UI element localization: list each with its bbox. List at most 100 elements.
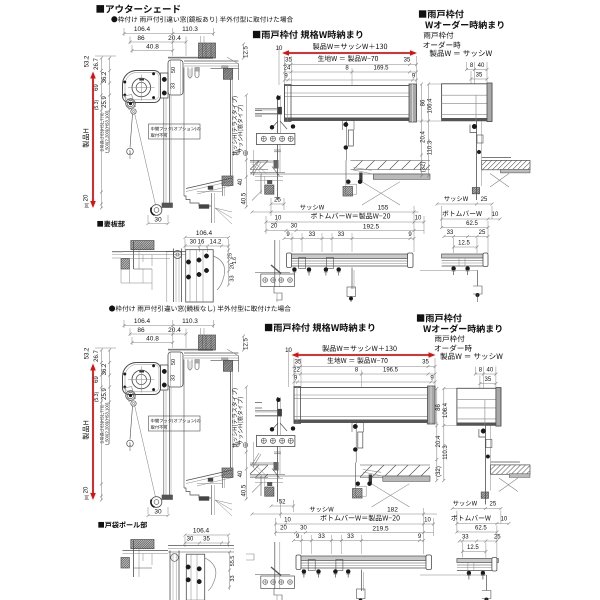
svg-text:50: 50 [171, 359, 177, 365]
svg-text:9: 9 [412, 74, 416, 80]
svg-text:30: 30 [154, 509, 162, 516]
svg-text:20.4: 20.4 [168, 327, 181, 334]
svg-text:(5.3): (5.3) [94, 100, 100, 111]
svg-text:1: 1 [129, 150, 132, 156]
svg-text:10: 10 [275, 216, 282, 222]
svg-text:106.4: 106.4 [134, 26, 151, 33]
svg-text:30: 30 [190, 240, 197, 246]
svg-text:33: 33 [318, 534, 325, 540]
svg-text:9: 9 [294, 376, 298, 382]
svg-text:25: 25 [490, 502, 497, 508]
svg-text:10: 10 [415, 216, 422, 222]
svg-text:52: 52 [279, 500, 286, 506]
svg-text:(32): (32) [421, 162, 427, 173]
svg-text:1: 1 [129, 442, 132, 448]
svg-text:25: 25 [494, 535, 501, 541]
svg-text:53.2: 53.2 [85, 55, 91, 67]
svg-text:33: 33 [338, 232, 345, 238]
svg-text:110.3: 110.3 [443, 445, 449, 460]
svg-text:24: 24 [284, 66, 291, 72]
svg-text:8: 8 [355, 368, 359, 374]
svg-text:1.6: 1.6 [232, 257, 238, 264]
svg-text:9: 9 [284, 74, 288, 80]
svg-text:33: 33 [230, 575, 236, 581]
svg-text:25: 25 [481, 197, 488, 203]
svg-text:20: 20 [271, 224, 278, 230]
svg-text:33: 33 [171, 83, 177, 89]
svg-text:62.5: 62.5 [466, 221, 478, 227]
svg-text:10: 10 [285, 348, 292, 354]
svg-text:155: 155 [378, 205, 389, 212]
svg-text:30: 30 [154, 217, 162, 224]
svg-text:55.5: 55.5 [230, 556, 236, 567]
svg-text:8: 8 [479, 368, 483, 374]
svg-text:50: 50 [171, 67, 177, 73]
svg-text:9: 9 [418, 534, 422, 540]
svg-text:33: 33 [230, 275, 236, 281]
svg-text:26.7: 26.7 [94, 350, 100, 362]
svg-text:14.2: 14.2 [210, 240, 222, 246]
svg-text:1,500(2,200)(HS3,100): 1,500(2,200)(HS3,100) [105, 402, 110, 445]
svg-text:9: 9 [430, 376, 434, 382]
svg-text:35: 35 [203, 537, 210, 543]
svg-text:106.4: 106.4 [443, 402, 449, 418]
svg-text:53.2: 53.2 [85, 347, 91, 359]
svg-text:30: 30 [187, 537, 194, 543]
svg-text:(8): (8) [84, 494, 89, 500]
svg-text:9: 9 [286, 232, 290, 238]
svg-text:33: 33 [309, 232, 316, 238]
svg-text:20.4: 20.4 [168, 35, 181, 42]
svg-text:20: 20 [84, 486, 90, 493]
svg-text:86: 86 [137, 35, 145, 42]
svg-text:106.4: 106.4 [428, 98, 434, 114]
svg-text:8: 8 [470, 63, 474, 69]
svg-text:10: 10 [284, 518, 291, 524]
svg-text:8: 8 [345, 66, 349, 72]
svg-text:33: 33 [447, 230, 454, 236]
svg-text:35: 35 [485, 377, 492, 383]
svg-text:9: 9 [296, 534, 300, 540]
svg-text:40.8: 40.8 [146, 44, 159, 51]
svg-text:62.5: 62.5 [475, 526, 487, 532]
svg-text:110.3: 110.3 [182, 26, 198, 33]
svg-text:33: 33 [347, 534, 354, 540]
svg-text:30: 30 [291, 224, 298, 230]
svg-text:(5.3): (5.3) [94, 392, 100, 403]
svg-text:30: 30 [300, 526, 307, 532]
svg-text:12.5: 12.5 [458, 241, 470, 247]
svg-text:12.5: 12.5 [467, 545, 479, 551]
svg-text:10: 10 [492, 212, 499, 218]
svg-text:106.4: 106.4 [193, 528, 210, 535]
svg-text:25: 25 [479, 230, 486, 236]
svg-text:22: 22 [293, 368, 300, 374]
svg-text:20: 20 [84, 194, 90, 201]
svg-text:(8): (8) [84, 202, 89, 208]
svg-text:20: 20 [280, 526, 287, 532]
svg-text:40: 40 [487, 368, 494, 374]
svg-text:219.5: 219.5 [372, 526, 389, 533]
svg-text:33: 33 [171, 375, 177, 381]
svg-text:35: 35 [295, 360, 302, 366]
svg-text:35: 35 [422, 360, 429, 366]
svg-text:20.4: 20.4 [421, 131, 427, 143]
svg-text:169.5: 169.5 [373, 66, 389, 72]
svg-text:33: 33 [462, 535, 469, 541]
svg-text:12.5: 12.5 [244, 338, 250, 350]
svg-text:35: 35 [476, 73, 483, 79]
svg-text:40: 40 [238, 470, 244, 477]
svg-text:10: 10 [501, 517, 508, 523]
svg-text:86: 86 [137, 327, 145, 334]
svg-text:10: 10 [424, 518, 431, 524]
svg-text:40.5: 40.5 [241, 192, 247, 204]
svg-text:86: 86 [421, 99, 427, 106]
svg-text:69: 69 [94, 84, 100, 91]
svg-text:192.5: 192.5 [363, 224, 380, 231]
svg-text:106.4: 106.4 [196, 230, 213, 237]
svg-text:40: 40 [238, 178, 244, 185]
svg-text:20: 20 [230, 263, 236, 269]
svg-text:40: 40 [478, 63, 485, 69]
svg-text:16: 16 [198, 240, 205, 246]
svg-text:35: 35 [285, 58, 292, 64]
svg-text:9: 9 [408, 232, 412, 238]
svg-text:1,500(2,200)(HS3,100): 1,500(2,200)(HS3,100) [105, 110, 110, 153]
